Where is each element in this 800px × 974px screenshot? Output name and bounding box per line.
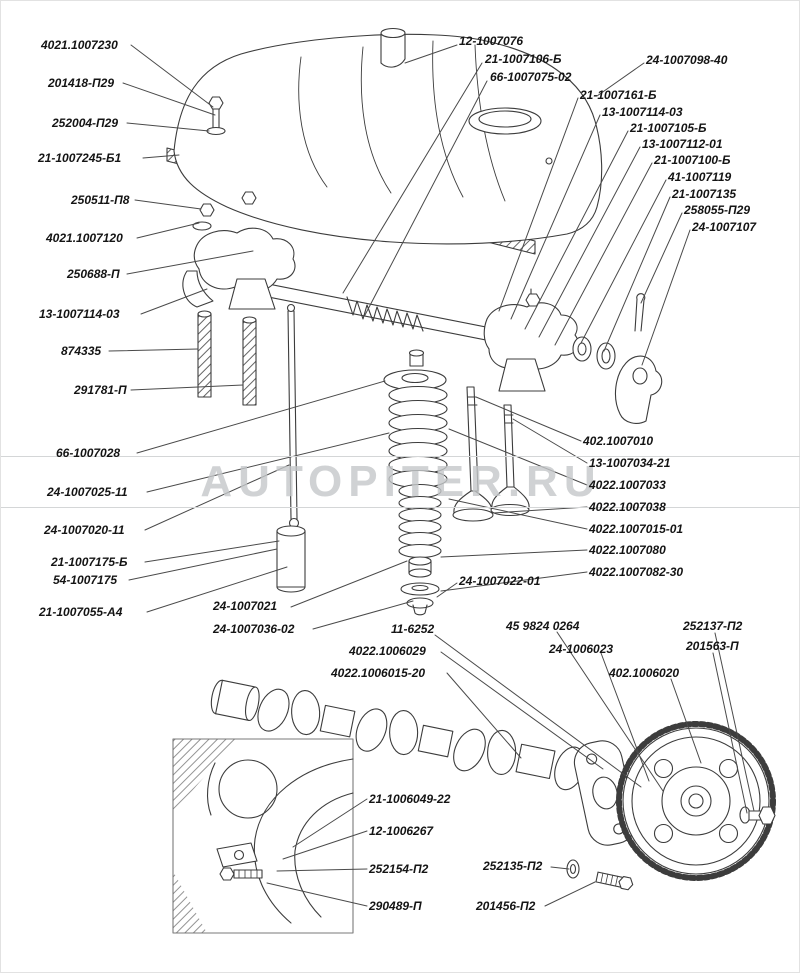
part-label: 24-1006023 bbox=[549, 642, 614, 656]
part-label: 250511-П8 bbox=[71, 193, 130, 207]
part-label: 402.1006020 bbox=[609, 666, 680, 680]
part-label: 21-1007055-А4 bbox=[39, 605, 123, 619]
part-label: 21-1007106-Б bbox=[485, 52, 562, 66]
spring-retainer bbox=[383, 369, 447, 391]
part-label: 402.1007010 bbox=[583, 434, 654, 448]
part-label: 252004-П29 bbox=[52, 116, 119, 130]
part-label: 4022.1007033 bbox=[589, 478, 666, 492]
part-label: 54-1007175 bbox=[53, 573, 118, 587]
rocker-shaft-assembly bbox=[182, 227, 579, 392]
part-label: 21-1007100-Б bbox=[654, 153, 731, 167]
part-label: 4022.1007038 bbox=[589, 500, 666, 514]
part-label: 4022.1007015-01 bbox=[589, 522, 684, 536]
rocker-shaft-bracket bbox=[614, 355, 663, 424]
studs bbox=[197, 310, 257, 406]
part-label: 45 9824 0264 bbox=[506, 619, 580, 633]
part-label: 66-1007075-02 bbox=[490, 70, 572, 84]
part-label: 250688-П bbox=[67, 267, 120, 281]
part-label: 21-1007175-Б bbox=[51, 555, 128, 569]
part-label: 258055-П29 bbox=[684, 203, 751, 217]
breather-tube bbox=[380, 27, 406, 68]
lubrication-fitting bbox=[216, 842, 263, 881]
shaft-washers bbox=[572, 336, 616, 370]
engine-block-inset bbox=[172, 738, 354, 934]
part-label: 66-1007028 bbox=[56, 446, 121, 460]
part-label: 21-1006049-22 bbox=[369, 792, 451, 806]
valve-spring-inner bbox=[398, 483, 442, 559]
part-label: 24-1007025-11 bbox=[47, 485, 128, 499]
part-label: 252137-П2 bbox=[683, 619, 743, 633]
cotter-pin bbox=[634, 293, 646, 332]
part-label: 24-1007107 bbox=[692, 220, 757, 234]
part-label: 41-1007119 bbox=[668, 170, 732, 184]
part-label: 21-1007135 bbox=[672, 187, 737, 201]
part-label: 21-1007161-Б bbox=[580, 88, 657, 102]
part-label: 24-1007020-11 bbox=[44, 523, 125, 537]
part-label: 24-1007022-01 bbox=[459, 574, 541, 588]
part-label: 24-1007021 bbox=[213, 599, 278, 613]
bolt-small bbox=[595, 871, 634, 891]
valve-cover bbox=[173, 27, 603, 245]
part-label: 4022.1006015-20 bbox=[331, 666, 426, 680]
part-label: 291781-П bbox=[74, 383, 127, 397]
part-label: 13-1007114-03 bbox=[602, 105, 683, 119]
part-label: 4022.1006029 bbox=[349, 644, 426, 658]
part-label: 252135-П2 bbox=[483, 859, 543, 873]
part-label: 12-1007076 bbox=[459, 34, 524, 48]
part-label: 4022.1007082-30 bbox=[589, 565, 684, 579]
valve-spring-outer bbox=[388, 385, 448, 489]
part-label: 11-6252 bbox=[391, 622, 435, 636]
part-label: 252154-П2 bbox=[369, 862, 429, 876]
valve-lifter bbox=[276, 525, 306, 593]
part-label: 290489-П bbox=[369, 899, 422, 913]
oil-filler-cap bbox=[468, 107, 542, 135]
valve-tip-cap bbox=[408, 349, 425, 367]
part-label: 4021.1007120 bbox=[46, 231, 123, 245]
part-label: 4022.1007080 bbox=[589, 543, 666, 557]
washer-small bbox=[566, 859, 580, 879]
part-label: 12-1006267 bbox=[369, 824, 434, 838]
part-label: 201563-П bbox=[686, 639, 739, 653]
part-label: 13-1007114-03 bbox=[39, 307, 120, 321]
part-label: 24-1007036-02 bbox=[213, 622, 295, 636]
part-label: 21-1007245-Б1 bbox=[38, 151, 122, 165]
part-label: 13-1007112-01 bbox=[642, 137, 723, 151]
part-label: 4021.1007230 bbox=[41, 38, 118, 52]
pushrod bbox=[286, 303, 300, 529]
timing-gear bbox=[616, 721, 776, 881]
leader-lines bbox=[108, 44, 755, 907]
valve-right bbox=[490, 404, 530, 517]
gear-bolt bbox=[739, 806, 776, 825]
spring-lower-parts bbox=[400, 556, 440, 616]
part-label: 201456-П2 bbox=[476, 899, 536, 913]
part-label: 21-1007105-Б bbox=[630, 121, 707, 135]
part-label: 201418-П29 bbox=[48, 76, 115, 90]
part-label: 13-1007034-21 bbox=[589, 456, 671, 470]
part-label: 874335 bbox=[61, 344, 102, 358]
part-label: 24-1007098-40 bbox=[646, 53, 728, 67]
